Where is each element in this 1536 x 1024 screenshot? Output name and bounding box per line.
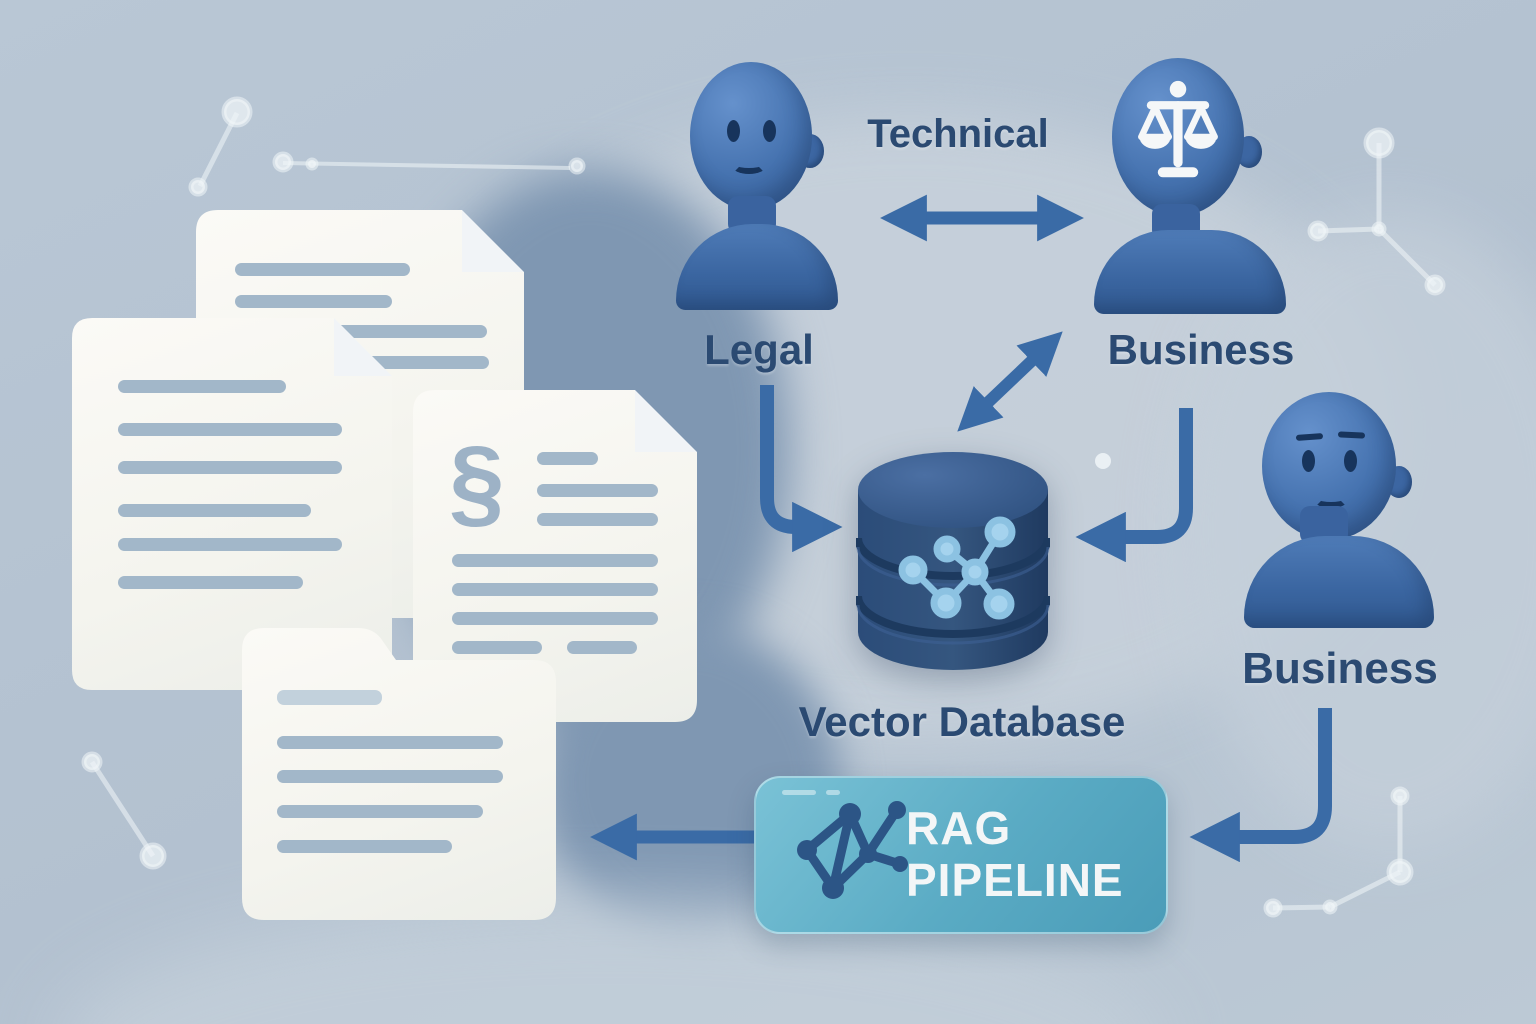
document-text-line bbox=[537, 452, 598, 465]
document-front-folder bbox=[242, 628, 556, 920]
document-text-line bbox=[277, 805, 483, 818]
eye bbox=[763, 120, 776, 142]
document-text-line bbox=[452, 554, 658, 567]
document-text-line bbox=[118, 538, 342, 551]
document-text-line bbox=[118, 504, 311, 517]
label-legal: Legal bbox=[704, 326, 814, 373]
database-cylinder-icon bbox=[856, 452, 1050, 670]
eyebrow bbox=[1295, 433, 1324, 441]
eye bbox=[1302, 450, 1315, 472]
document-text-line bbox=[567, 641, 637, 654]
person-body bbox=[1094, 230, 1286, 314]
smile bbox=[732, 158, 766, 174]
rag-pipeline-box: RAG PIPELINE bbox=[754, 776, 1168, 934]
eye bbox=[1344, 450, 1357, 472]
document-text-line bbox=[118, 576, 303, 589]
document-text-line bbox=[235, 263, 410, 276]
smile bbox=[1314, 492, 1348, 508]
eyebrow bbox=[1337, 431, 1366, 439]
document-text-line bbox=[452, 583, 658, 596]
highlight bbox=[782, 790, 816, 795]
rag-pipeline-label: RAG PIPELINE bbox=[906, 802, 1124, 906]
label-business-top: Business bbox=[1107, 326, 1295, 373]
document-text-line bbox=[277, 840, 452, 853]
label-vector-database: Vector Database bbox=[798, 698, 1126, 745]
vector-network-icon bbox=[898, 516, 1016, 620]
document-text-line bbox=[537, 484, 658, 497]
document-text-line bbox=[537, 513, 658, 526]
document-text-line bbox=[118, 461, 342, 474]
person-head bbox=[690, 62, 812, 210]
label-business-bottom: Business bbox=[1242, 644, 1438, 693]
document-text-line bbox=[277, 690, 382, 705]
person-head bbox=[1112, 58, 1244, 216]
document-text-line bbox=[452, 641, 542, 654]
scales-of-justice-icon bbox=[1138, 80, 1218, 178]
network-graph-icon bbox=[797, 801, 908, 899]
document-text-line bbox=[277, 736, 503, 749]
document-text-line bbox=[118, 423, 342, 436]
section-paragraph-symbol: § bbox=[449, 426, 505, 538]
label-technical: Technical bbox=[867, 112, 1049, 156]
document-text-line bbox=[118, 380, 286, 393]
rag-line2: PIPELINE bbox=[906, 854, 1124, 906]
highlight bbox=[826, 790, 840, 795]
rag-line1: RAG bbox=[906, 802, 1012, 854]
document-text-line bbox=[235, 295, 392, 308]
document-text-line bbox=[277, 770, 503, 783]
document-text-line bbox=[452, 612, 658, 625]
eye bbox=[727, 120, 740, 142]
decor-node bbox=[221, 96, 253, 128]
